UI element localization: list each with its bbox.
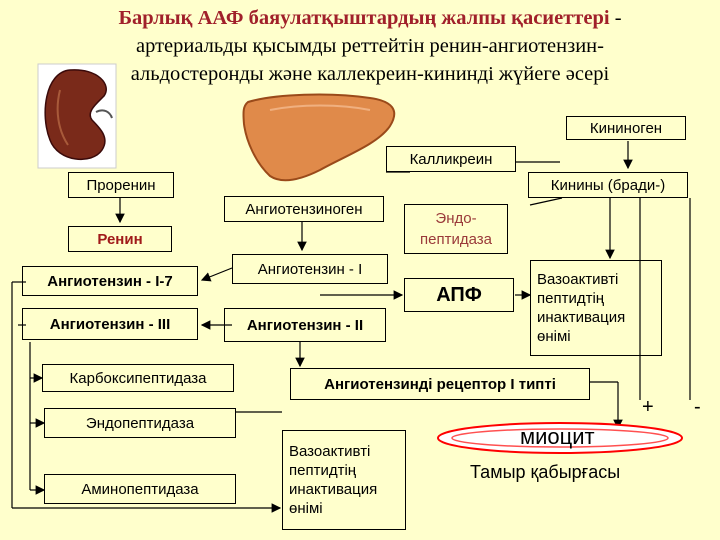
angiotensinogen-box: Ангиотензиноген — [224, 196, 384, 222]
kallikrein-box: Калликреин — [386, 146, 516, 172]
endopeptidase-bottom-box: Эндопептидаза — [44, 408, 236, 438]
page-title: Барлық ААФ баяулатқыштардың жалпы қасиет… — [30, 4, 710, 88]
renin-box: Ренин — [68, 226, 172, 252]
kidney-image — [37, 63, 117, 169]
vessel-wall-label: Тамыр қабырғасы — [470, 462, 621, 482]
title-line-3: альдостеронды және каллекреин-кининді жү… — [130, 63, 610, 85]
aminopeptidase-box: Аминопептидаза — [44, 474, 236, 504]
myocyte-label: миоцит — [520, 424, 595, 449]
plus-sign: + — [642, 396, 654, 418]
liver-image — [242, 93, 396, 182]
angiotensin-17-box: Ангиотензин - I-7 — [22, 266, 198, 296]
title-dash: - — [609, 7, 622, 29]
myocyte-cell — [437, 422, 683, 454]
kininogen-box: Кининоген — [566, 116, 686, 140]
apf-box: АПФ — [404, 278, 514, 312]
vasoactive-bottom-box: Вазоактивті пептидтің инактивация өнімі — [282, 430, 406, 530]
angiotensin-1-box: Ангиотензин - I — [232, 254, 388, 284]
title-line-2: артериальды қысымды реттейтін ренин-анги… — [136, 35, 604, 57]
endopeptidase-top-box: Эндо-пептидаза — [404, 204, 508, 254]
angiotensin-3-box: Ангиотензин - III — [22, 308, 198, 340]
at1-receptor-box: Ангиотензинді рецептор I типті — [290, 368, 590, 400]
title-highlight: Барлық ААФ баяулатқыштардың жалпы қасиет… — [118, 7, 610, 29]
vasoactive-right-box: Вазоактивті пептидтің инактивация өнімі — [530, 260, 662, 356]
angiotensin-2-box: Ангиотензин - II — [224, 308, 386, 342]
kinins-box: Кинины (бради-) — [528, 172, 688, 198]
prorenin-box: Проренин — [68, 172, 174, 198]
minus-sign: - — [694, 396, 701, 418]
carboxypeptidase-box: Карбоксипептидаза — [42, 364, 234, 392]
